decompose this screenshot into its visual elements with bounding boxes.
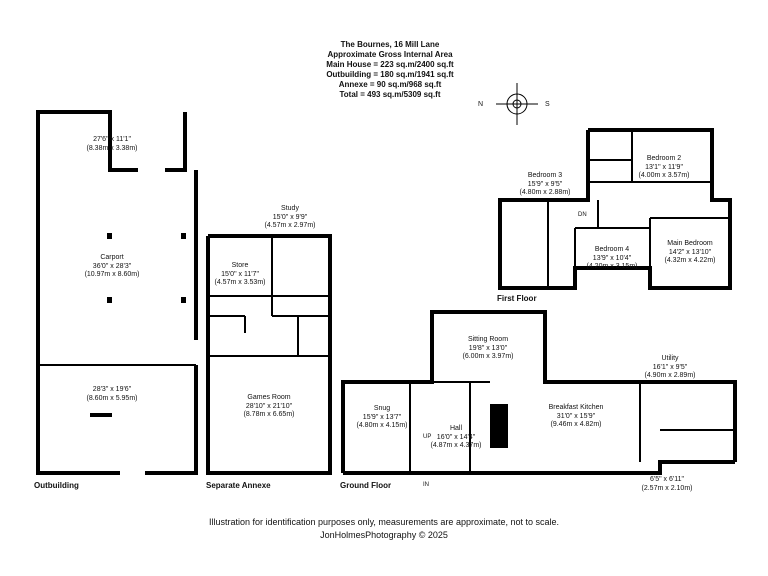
chimney-breast — [490, 404, 508, 448]
outbuilding-walls — [36, 110, 198, 475]
property-title: The Bournes, 16 Mill Lane — [340, 40, 440, 49]
stairs-down-label: DN — [578, 212, 587, 218]
area-subtitle: Approximate Gross Internal Area — [327, 50, 453, 59]
wc-label: 6'5" x 6'11"(2.57m x 2.10m) — [641, 476, 693, 492]
area-annexe: Annexe = 90 sq.m/968 sq.ft — [338, 80, 442, 89]
annexe-walls — [206, 234, 332, 475]
area-outbuilding: Outbuilding = 180 sq.m/1941 sq.ft — [326, 70, 454, 79]
outbuilding-pillars — [90, 233, 186, 417]
ground-floor-walls — [341, 310, 737, 475]
compass-rose — [496, 83, 538, 125]
ground-floor-internal-walls — [409, 360, 735, 473]
annexe-internal-walls — [208, 236, 330, 357]
compass-south-label: S — [545, 101, 550, 108]
annexe-floor-label: Separate Annexe — [206, 481, 271, 490]
plan-header: The Bournes, 16 Mill Lane Approximate Gr… — [260, 40, 520, 100]
compass-north-label: N — [478, 101, 484, 108]
ground-floor-label: Ground Floor — [340, 481, 392, 490]
first-floor-internal-walls — [547, 130, 730, 288]
outbuilding-room-lower: 28'3" x 19'6"(8.60m x 5.95m) — [86, 386, 138, 402]
area-total: Total = 493 sq.m/5309 sq.ft — [339, 90, 441, 99]
outbuilding-room-top: 27'6" x 11'1"(8.38m x 3.38m) — [86, 136, 138, 152]
stairs-up-label: UP — [423, 434, 432, 440]
first-floor-label: First Floor — [497, 294, 537, 303]
disclaimer: Illustration for identification purposes… — [208, 517, 559, 527]
photographer-credit: JonHolmesPhotography © 2025 — [320, 530, 448, 540]
entrance-label: IN — [423, 482, 429, 488]
outbuilding-floor-label: Outbuilding — [34, 481, 79, 490]
area-main-house: Main House = 223 sq.m/2400 sq.ft — [326, 60, 454, 69]
